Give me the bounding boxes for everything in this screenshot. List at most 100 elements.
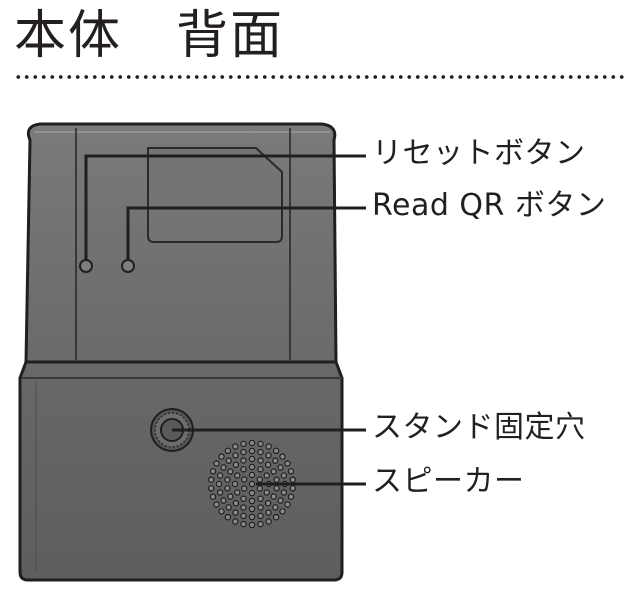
speaker-hole bbox=[270, 468, 277, 475]
speaker-hole bbox=[257, 504, 264, 511]
read-qr-button-hole bbox=[121, 259, 135, 273]
speaker-hole bbox=[225, 504, 232, 511]
speaker-hole bbox=[256, 476, 263, 483]
speaker-hole bbox=[277, 464, 284, 471]
speaker-hole bbox=[216, 472, 224, 479]
speaker-hole bbox=[248, 463, 256, 471]
speaker-hole bbox=[264, 500, 272, 507]
speaker-hole bbox=[284, 501, 291, 508]
speaker-hole bbox=[240, 495, 247, 502]
speaker-hole bbox=[264, 461, 272, 468]
stand-hole-label: スタンド固定穴 bbox=[372, 410, 586, 445]
speaker-hole bbox=[231, 480, 239, 488]
leader-lines bbox=[84, 154, 366, 486]
device-upper-body bbox=[24, 122, 338, 364]
speaker-hole bbox=[240, 485, 248, 492]
reset-button-label: リセットボタン bbox=[372, 136, 586, 171]
speaker-hole bbox=[257, 440, 264, 448]
speaker-hole bbox=[287, 468, 295, 475]
speaker-hole bbox=[240, 440, 247, 448]
speaker-hole bbox=[216, 489, 224, 496]
speaker-hole bbox=[215, 480, 223, 488]
speaker-hole bbox=[240, 520, 247, 528]
speaker-hole bbox=[213, 460, 220, 467]
device-lower-body bbox=[18, 360, 344, 582]
speaker-hole bbox=[273, 476, 280, 483]
speaker-hole bbox=[265, 443, 272, 450]
speaker-hole bbox=[213, 501, 220, 508]
speaker-hole bbox=[248, 439, 256, 447]
speaker-hole bbox=[265, 509, 272, 516]
speaker-hole bbox=[257, 512, 264, 520]
speaker-hole bbox=[232, 461, 240, 468]
speaker-hole bbox=[232, 500, 240, 507]
speaker-hole bbox=[248, 521, 256, 529]
speaker-hole bbox=[277, 497, 284, 504]
speaker-hole bbox=[225, 457, 232, 464]
speaker-hole bbox=[272, 504, 279, 511]
reset-button-hole bbox=[79, 259, 93, 273]
speaker-hole bbox=[207, 476, 215, 483]
speaker-hole bbox=[227, 468, 234, 475]
speaker-hole bbox=[257, 495, 264, 502]
speaker-hole bbox=[263, 489, 270, 496]
speaker-hole bbox=[289, 485, 296, 492]
speaker-hole bbox=[248, 447, 256, 455]
speaker-hole bbox=[257, 466, 264, 473]
speaker-hole bbox=[240, 504, 247, 511]
speaker-hole bbox=[240, 448, 247, 456]
speaker-hole bbox=[257, 520, 264, 528]
speaker-hole bbox=[265, 518, 272, 525]
speaker-hole bbox=[248, 497, 256, 505]
speaker-hole bbox=[289, 476, 296, 483]
speaker-grille bbox=[207, 439, 296, 529]
speaker-hole bbox=[234, 472, 241, 479]
dotted-divider bbox=[14, 72, 624, 82]
speaker-hole bbox=[248, 489, 256, 497]
read-qr-button-label: Read QR ボタン bbox=[372, 188, 607, 223]
speaker-hole bbox=[220, 464, 227, 471]
speaker-hole bbox=[218, 453, 225, 460]
speaker-hole bbox=[287, 493, 295, 500]
speaker-hole bbox=[232, 518, 239, 525]
speaker-hole bbox=[284, 460, 291, 467]
page-title: 本体 背面 bbox=[14, 6, 285, 66]
speaker-hole bbox=[248, 471, 256, 479]
speaker-label: スピーカー bbox=[372, 464, 525, 499]
speaker-hole bbox=[232, 443, 239, 450]
speaker-hole bbox=[257, 457, 264, 464]
speaker-hole bbox=[272, 447, 280, 454]
speaker-hole bbox=[272, 514, 280, 521]
speaker-hole bbox=[232, 509, 239, 516]
speaker-hole bbox=[224, 447, 232, 454]
speaker-hole bbox=[279, 508, 286, 515]
speaker-hole bbox=[270, 493, 277, 500]
speaker-hole bbox=[207, 485, 215, 492]
speaker-hole bbox=[279, 453, 286, 460]
speaker-hole bbox=[209, 468, 217, 475]
speaker-hole bbox=[220, 497, 227, 504]
speaker-hole bbox=[209, 493, 217, 500]
speaker-hole bbox=[248, 480, 256, 488]
speaker-hole bbox=[234, 489, 241, 496]
speaker-hole bbox=[280, 489, 288, 496]
speaker-hole bbox=[240, 476, 248, 483]
speaker-hole bbox=[240, 457, 247, 464]
speaker-hole bbox=[248, 505, 256, 513]
speaker-hole bbox=[224, 514, 232, 521]
speaker-hole bbox=[224, 476, 231, 483]
speaker-hole bbox=[240, 466, 247, 473]
speaker-hole bbox=[248, 455, 256, 463]
speaker-hole bbox=[273, 485, 280, 492]
speaker-hole bbox=[232, 452, 239, 459]
speaker-hole bbox=[248, 513, 256, 521]
speaker-hole bbox=[240, 512, 247, 520]
speaker-hole bbox=[218, 508, 225, 515]
speaker-hole bbox=[227, 493, 234, 500]
speaker-hole bbox=[280, 472, 288, 479]
speaker-hole bbox=[224, 485, 231, 492]
speaker-hole bbox=[263, 472, 270, 479]
speaker-hole bbox=[256, 485, 263, 492]
speaker-hole bbox=[265, 452, 272, 459]
